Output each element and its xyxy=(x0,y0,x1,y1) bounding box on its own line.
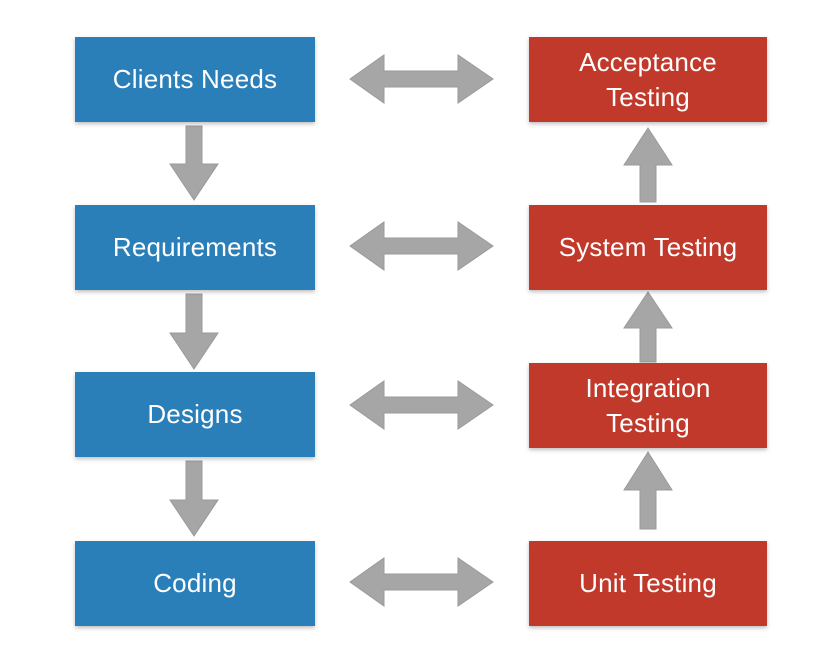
acceptance-testing-box: Acceptance Testing xyxy=(529,37,767,122)
system-testing-label: System Testing xyxy=(558,232,738,262)
integration-testing-box: Integration Testing xyxy=(529,363,767,448)
unit-testing-label: Unit Testing xyxy=(579,568,717,598)
arrow-up-icon xyxy=(623,291,673,363)
clients-needs-box: Clients Needs xyxy=(75,37,315,122)
acceptance-testing-label: Acceptance Testing xyxy=(579,46,717,112)
requirements-box: Requirements xyxy=(75,205,315,290)
double-arrow-icon xyxy=(349,221,494,271)
coding-box: Coding xyxy=(75,541,315,626)
arrow-down-icon xyxy=(169,460,219,537)
clients-needs-label: Clients Needs xyxy=(112,64,278,94)
designs-box: Designs xyxy=(75,372,315,457)
arrow-up-icon xyxy=(623,451,673,530)
unit-testing-box: Unit Testing xyxy=(529,541,767,626)
double-arrow-icon xyxy=(349,557,494,607)
arrow-down-icon xyxy=(169,293,219,370)
arrow-down-icon xyxy=(169,125,219,201)
system-testing-box: System Testing xyxy=(529,205,767,290)
requirements-label: Requirements xyxy=(112,232,278,262)
coding-label: Coding xyxy=(153,568,237,598)
designs-label: Designs xyxy=(147,399,243,429)
double-arrow-icon xyxy=(349,380,494,430)
double-arrow-icon xyxy=(349,54,494,104)
arrow-up-icon xyxy=(623,127,673,203)
integration-testing-label: Integration Testing xyxy=(585,372,711,438)
